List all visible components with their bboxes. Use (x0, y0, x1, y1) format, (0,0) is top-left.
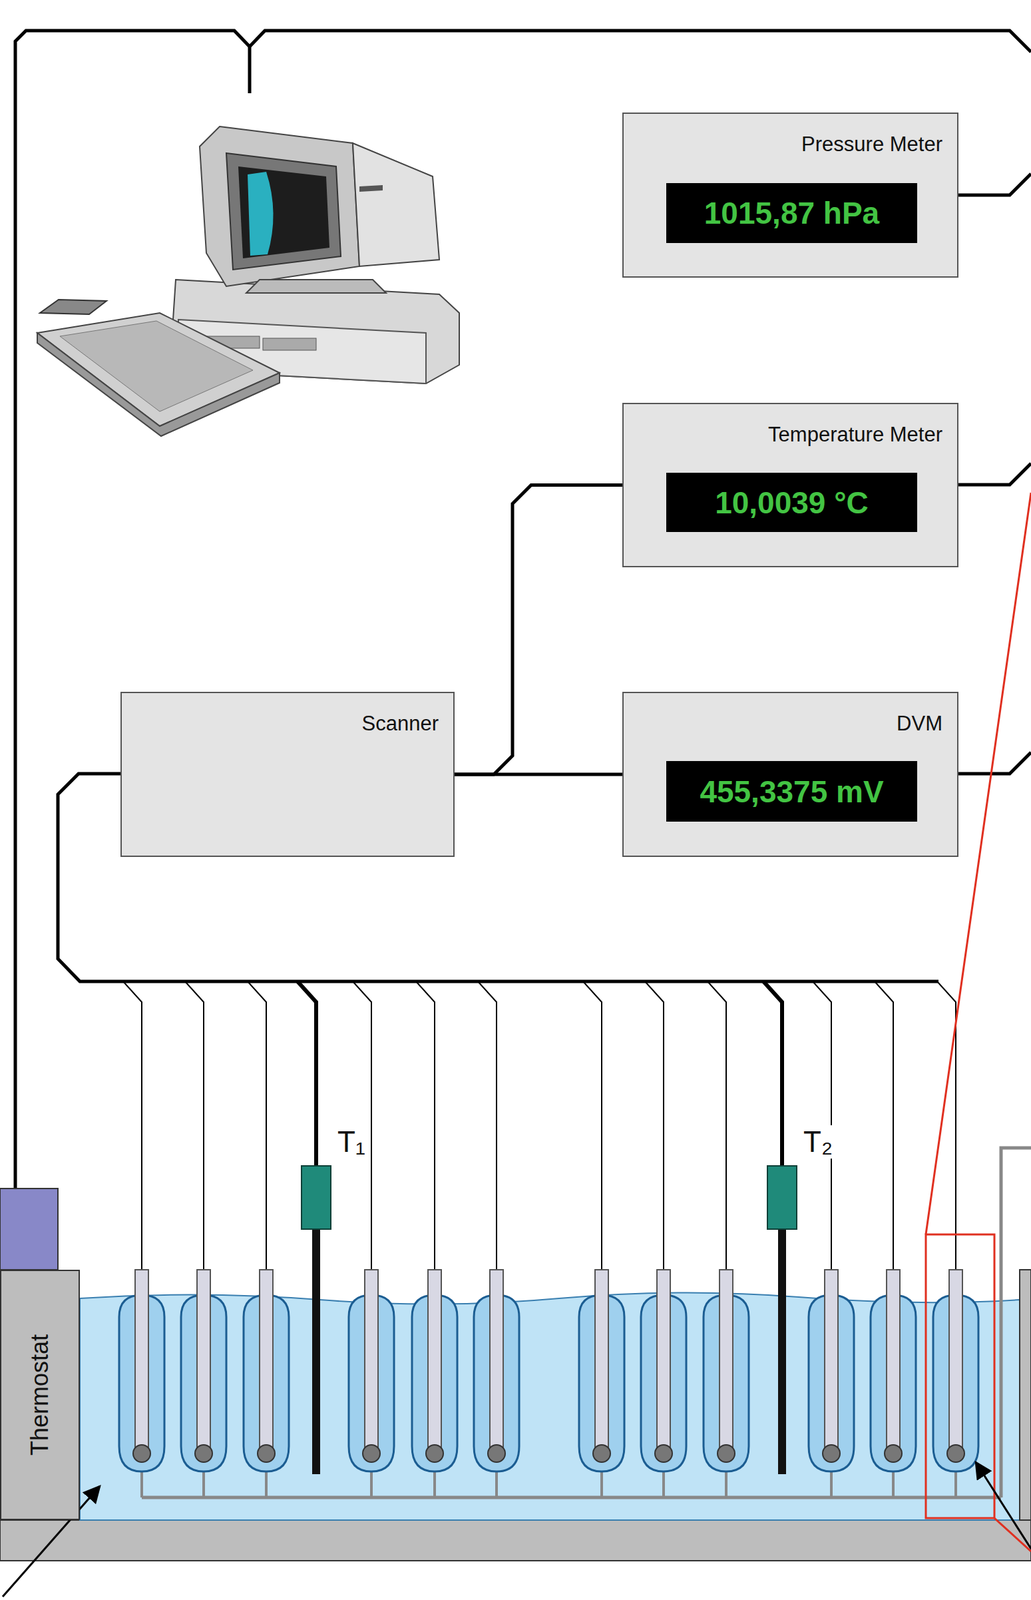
instrument-label: Pressure Meter (801, 132, 943, 157)
cell-wire (874, 981, 894, 1270)
electrode-tube (489, 1269, 504, 1451)
signal-wire (454, 485, 623, 775)
probe-head (767, 1165, 797, 1229)
gas-line (1001, 1147, 1031, 1497)
electrode-tip (362, 1444, 381, 1462)
scanner-box: Scanner (120, 691, 455, 857)
pressure-meter: Pressure Meter 1015,87 hPa (622, 112, 959, 278)
pointer-arrow (975, 1461, 1031, 1549)
cell-wire (707, 981, 727, 1270)
cell-stem (495, 1469, 498, 1497)
computer-icon (37, 126, 460, 436)
cell-stem (264, 1469, 268, 1497)
cell-stem (140, 1469, 144, 1497)
cell-stem (370, 1469, 373, 1497)
thermostat-box: Thermostat (0, 1269, 80, 1520)
probe-label: T₂ (802, 1124, 834, 1159)
cell-wire (415, 981, 435, 1270)
electrode-tube (824, 1269, 838, 1451)
probe-head (301, 1165, 331, 1229)
cell-stem (724, 1469, 728, 1497)
cell-stem (891, 1469, 895, 1497)
electrode-tip (425, 1444, 444, 1462)
instrument-label: Scanner (362, 711, 439, 736)
electrode-tip (947, 1444, 965, 1462)
electrode-tip (717, 1444, 735, 1462)
cell-manifold (141, 1495, 1002, 1499)
electrode-tube (949, 1269, 963, 1451)
electrode-tube (197, 1269, 211, 1451)
electrode-tip (195, 1444, 213, 1462)
instrument-label: Temperature Meter (768, 422, 943, 447)
pressure-display: 1015,87 hPa (666, 183, 918, 243)
probe-rod (312, 1228, 321, 1474)
electrode-tip (822, 1444, 840, 1462)
cell-stem (600, 1469, 604, 1497)
electrode-tip (884, 1444, 902, 1462)
electrode-tip (593, 1444, 611, 1462)
electrode-tube (427, 1269, 442, 1451)
electrode-tube (719, 1269, 733, 1451)
electrode-tube (595, 1269, 609, 1451)
cell-stem (433, 1469, 436, 1497)
dvm-box: DVM 455,3375 mV (622, 691, 959, 857)
cell-wire (185, 981, 204, 1270)
readout-value: 455,3375 mV (699, 773, 884, 810)
dvm-display: 455,3375 mV (666, 760, 918, 822)
cell-stem (202, 1469, 206, 1497)
electrode-tube (135, 1269, 149, 1451)
electrode-tip (257, 1444, 275, 1462)
cell-wire (644, 981, 664, 1270)
probe-label: T₁ (336, 1124, 367, 1159)
meter-bus (958, 173, 1031, 774)
probe-rod (778, 1228, 787, 1474)
cell-wire (937, 981, 956, 1270)
cell-stem (829, 1469, 833, 1497)
electrode-tube (364, 1269, 379, 1451)
electrode-tip (133, 1444, 151, 1462)
water (79, 1291, 1020, 1520)
zoom-line (925, 492, 1031, 1551)
temperature-display: 10,0039 °C (666, 472, 918, 532)
electrode-tube (259, 1269, 273, 1451)
cell-wire (583, 981, 602, 1270)
temperature-meter: Temperature Meter 10,0039 °C (622, 402, 959, 568)
bath-tray (0, 1519, 1031, 1561)
instrument-label: DVM (896, 711, 943, 736)
electrode-tip (654, 1444, 673, 1462)
electrode-tube (656, 1269, 671, 1451)
cell-wire (123, 981, 142, 1270)
signal-wire (454, 772, 623, 777)
bath-wall (1019, 1269, 1031, 1520)
probe-wire (763, 981, 783, 1166)
computer-bus (15, 30, 1031, 1189)
probe-wire (297, 981, 317, 1166)
cell-wire (247, 981, 267, 1270)
electrode-tube (886, 1269, 900, 1451)
electrode-tip (487, 1444, 506, 1462)
cell-wire (477, 981, 497, 1270)
thermostat-head (0, 1188, 58, 1270)
instrument-label: Thermostat (25, 1333, 54, 1455)
readout-value: 10,0039 °C (714, 484, 869, 521)
cell-stem (954, 1469, 958, 1497)
cell-stem (662, 1469, 665, 1497)
computer-drop (248, 46, 252, 94)
readout-value: 1015,87 hPa (704, 195, 880, 231)
